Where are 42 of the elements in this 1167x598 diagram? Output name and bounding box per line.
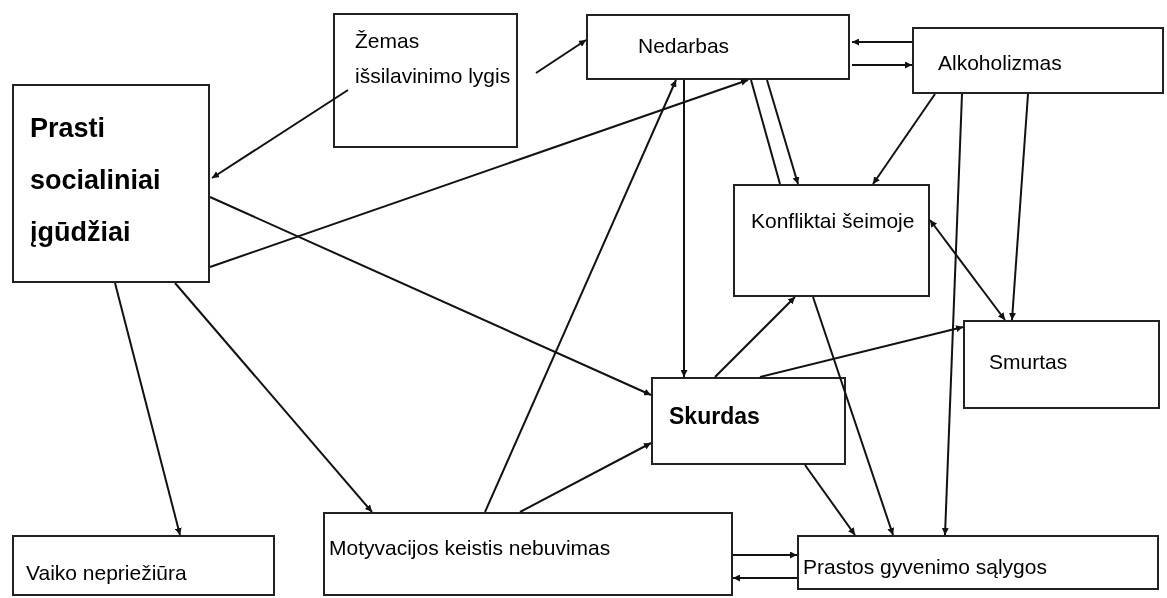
arrow: [851, 61, 913, 69]
arrow: [941, 93, 963, 536]
arrow: [1009, 93, 1029, 321]
concept-label: Žemas išsilavinimo lygis: [355, 28, 512, 89]
concept-box: [12, 84, 210, 283]
concept-label: Vaiko nepriežiūra: [26, 560, 188, 586]
arrow: [759, 325, 964, 378]
concept-box: [651, 377, 846, 465]
arrow: [209, 196, 652, 396]
concept-label: Smurtas: [989, 349, 1069, 375]
concept-label: Nedarbas: [638, 33, 731, 59]
arrow: [714, 296, 796, 378]
concept-box: [323, 512, 733, 596]
concept-label: Skurdas: [669, 402, 761, 431]
arrow: [812, 296, 895, 536]
arrow: [174, 282, 373, 513]
concept-label: Prastos gyvenimo sąlygos: [803, 554, 1048, 580]
arrow: [851, 38, 913, 46]
concept-box: [912, 27, 1164, 94]
concept-label: Alkoholizmas: [938, 50, 1063, 76]
arrow: [484, 79, 677, 513]
arrow: [519, 442, 652, 513]
arrow: [732, 551, 798, 559]
concept-box: [963, 320, 1160, 409]
arrow: [114, 282, 182, 536]
arrow: [804, 464, 856, 536]
arrow: [766, 79, 800, 185]
concept-box: [12, 535, 275, 596]
arrow: [732, 574, 798, 582]
arrow: [872, 93, 936, 185]
concept-box: [733, 184, 930, 297]
concept-box: [797, 535, 1159, 590]
arrow: [535, 39, 587, 74]
concept-box: [333, 13, 518, 148]
arrow: [929, 219, 1006, 321]
arrow: [680, 79, 688, 378]
concept-label: Prasti socialiniai įgūdžiai: [30, 112, 162, 249]
arrow: [211, 89, 349, 179]
arrow: [209, 79, 749, 268]
concept-label: Konfliktai šeimoje: [751, 208, 916, 234]
concept-box: [586, 14, 850, 80]
concept-label: Motyvacijos keistis nebuvimas: [329, 535, 612, 561]
